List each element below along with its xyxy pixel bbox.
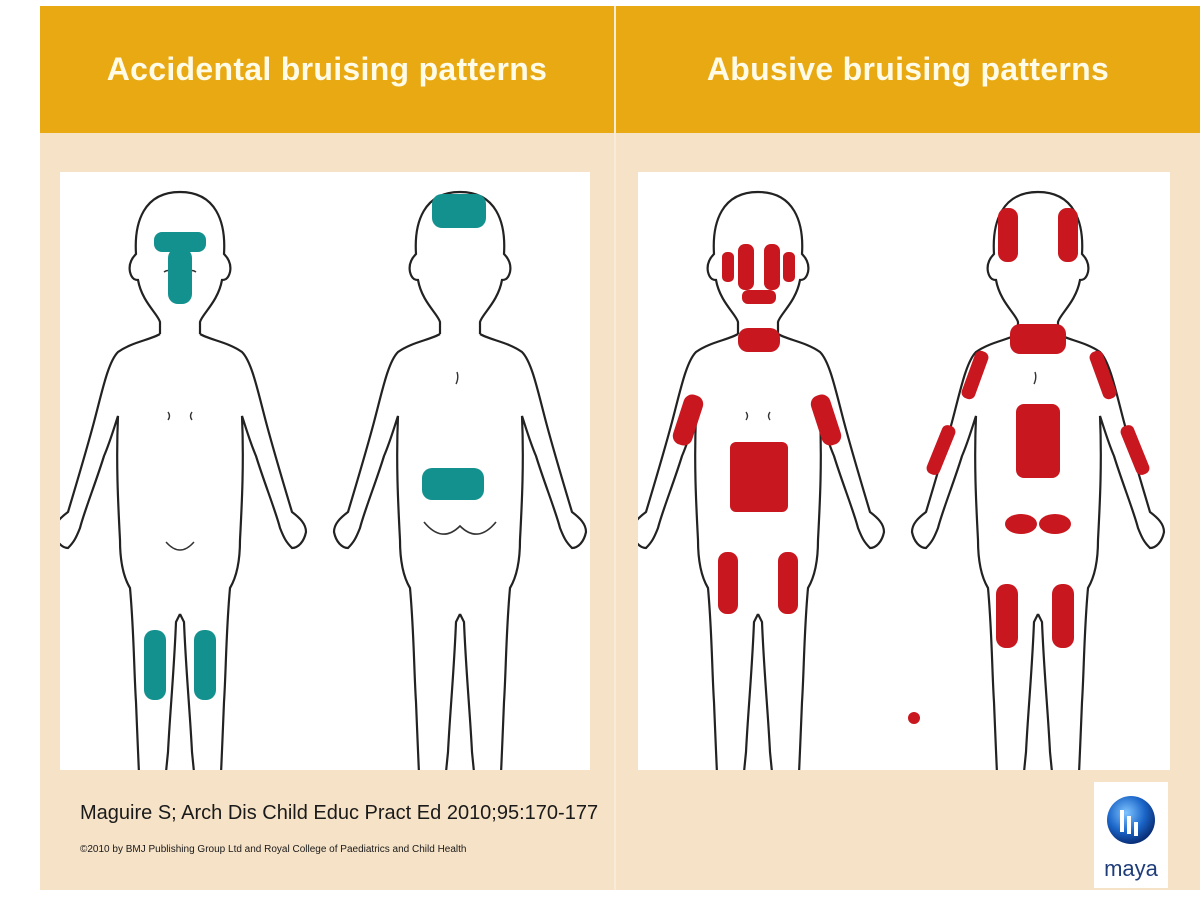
bruise-mouth	[742, 290, 776, 304]
bruise-back-ear-left	[998, 208, 1018, 262]
bruise-right-shin	[194, 630, 216, 700]
maya-logo-icon	[1094, 782, 1168, 852]
bruise-abdomen	[730, 442, 788, 512]
bruise-ear-left	[722, 252, 734, 282]
bruise-back-thigh-left	[996, 584, 1018, 648]
bruise-neck	[738, 328, 780, 352]
slide: Accidental bruising patterns Abusive bru…	[40, 6, 1200, 890]
abusive-diagram-panel	[638, 172, 1170, 770]
accidental-bruise-marks	[144, 194, 486, 700]
bruise-back-head	[432, 194, 486, 228]
bruise-nose-chin	[168, 248, 192, 304]
bruise-left-shin	[144, 630, 166, 700]
bruise-left-arm	[670, 392, 705, 448]
bruise-upper-back	[1010, 324, 1066, 354]
column-divider	[614, 6, 616, 890]
bruise-back-forearm-left	[925, 423, 957, 476]
bruise-back-upper-arm-right	[1088, 349, 1118, 401]
bruise-buttock-left	[1005, 514, 1037, 534]
bruise-left-thigh	[718, 552, 738, 614]
red-dot-marker	[908, 712, 920, 724]
bruise-buttock-right	[1039, 514, 1071, 534]
bruise-back-thigh-right	[1052, 584, 1074, 648]
bruise-back-ear-right	[1058, 208, 1078, 262]
back-child-outline-abusive	[912, 192, 1164, 770]
bruise-right-thigh	[778, 552, 798, 614]
bruise-lower-back	[422, 468, 484, 500]
accidental-header: Accidental bruising patterns	[40, 6, 614, 133]
source-citation: Maguire S; Arch Dis Child Educ Pract Ed …	[80, 802, 598, 825]
bruise-cheek-left	[738, 244, 754, 290]
maya-logo-text: maya	[1094, 856, 1168, 882]
accidental-diagram-panel	[60, 172, 590, 770]
copyright-notice: ©2010 by BMJ Publishing Group Ltd and Ro…	[80, 844, 466, 855]
bruise-back-forearm-right	[1119, 423, 1151, 476]
bruise-ear-right	[783, 252, 795, 282]
bruise-mid-back	[1016, 404, 1060, 478]
bruise-cheek-right	[764, 244, 780, 290]
abusive-header: Abusive bruising patterns	[616, 6, 1200, 133]
maya-logo: maya	[1094, 782, 1168, 888]
